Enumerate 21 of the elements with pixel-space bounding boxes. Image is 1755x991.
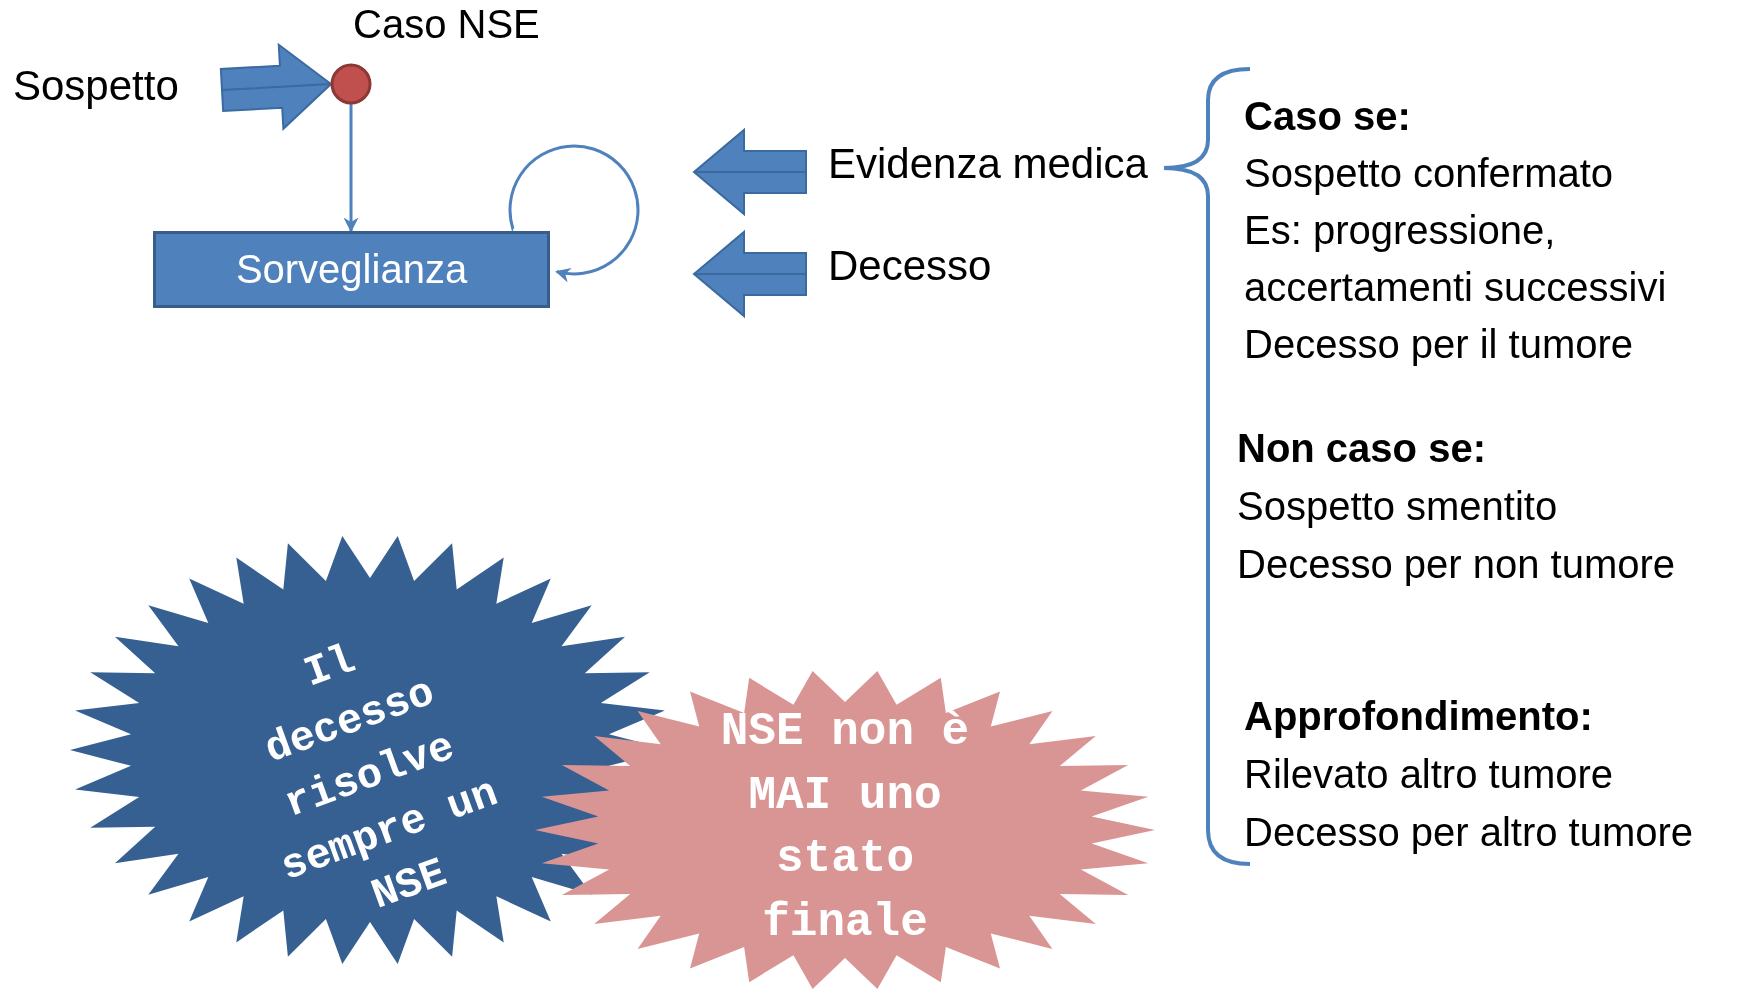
criteria-text: Sospetto confermato (1244, 150, 1614, 197)
arrow (219, 42, 333, 131)
criteria-text: Sospetto smentito (1237, 483, 1558, 530)
criteria-text: Decesso per il tumore (1244, 321, 1634, 368)
arrow (508, 144, 640, 282)
criteria-text: Decesso per altro tumore (1244, 809, 1694, 856)
criteria-text: Es: progressione, accertamenti successivi (1244, 207, 1668, 311)
node-label: Decesso (828, 242, 992, 290)
process-box: Sorveglianza (153, 231, 550, 308)
criteria-text: Decesso per non tumore (1237, 541, 1675, 588)
starburst-text: NSE non è MAI uno stato finale (719, 705, 971, 951)
section-heading: Caso se: (1244, 93, 1411, 140)
node-label: Caso NSE (353, 2, 540, 47)
criteria-text: Rilevato altro tumore (1244, 751, 1614, 798)
node-label: Evidenza medica (828, 140, 1148, 188)
arrow (692, 127, 807, 217)
section-heading: Non caso se: (1237, 425, 1486, 472)
arrow (343, 103, 359, 233)
node-label: Sospetto (13, 62, 179, 110)
arrow (692, 229, 807, 319)
section-heading: Approfondimento: (1244, 693, 1593, 740)
